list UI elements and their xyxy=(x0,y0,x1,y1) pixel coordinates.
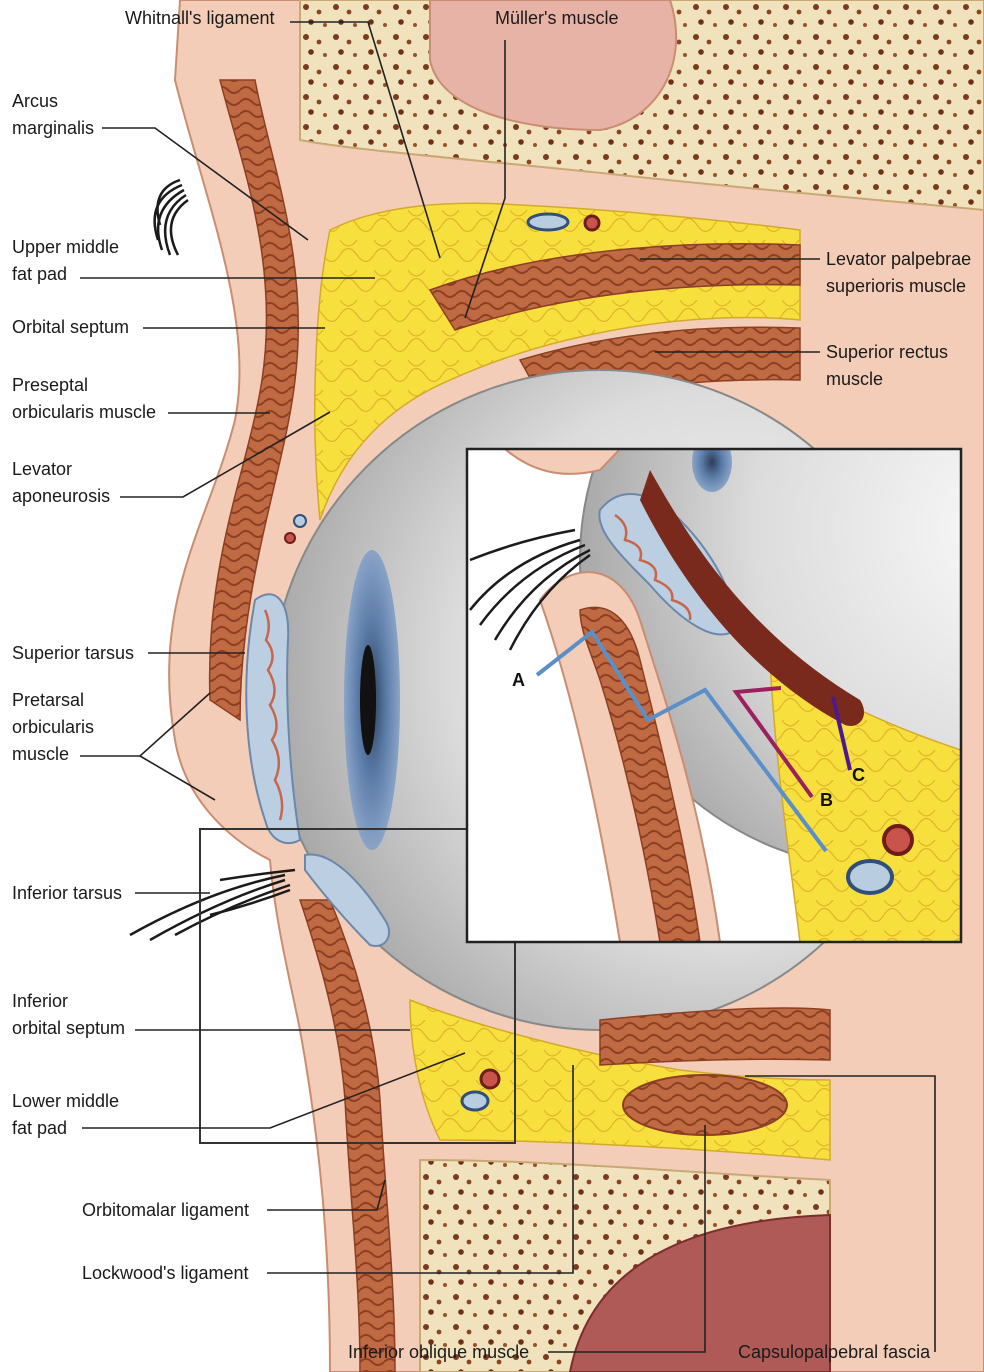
inset-marker-c: C xyxy=(852,765,865,786)
label-whitnalls-ligament: Whitnall's ligament xyxy=(125,5,275,32)
label-lockwoods-ligament: Lockwood's ligament xyxy=(82,1260,249,1287)
pupil xyxy=(360,645,376,755)
label-capsulopalpebral-fascia: Capsulopalpebral fascia xyxy=(738,1339,930,1366)
inset-marker-b: B xyxy=(820,790,833,811)
label-inferior-tarsus: Inferior tarsus xyxy=(12,880,122,907)
label-orbital-septum: Orbital septum xyxy=(12,314,129,341)
label-mullers-muscle: Müller's muscle xyxy=(495,5,618,32)
inset-marker-a: A xyxy=(512,670,525,691)
lower-eyelashes xyxy=(130,870,295,940)
upper-eyelashes xyxy=(155,180,188,255)
label-orbitomalar-ligament: Orbitomalar ligament xyxy=(82,1197,249,1224)
label-superior-tarsus: Superior tarsus xyxy=(12,640,134,667)
label-inferior-oblique-muscle: Inferior oblique muscle xyxy=(348,1339,529,1366)
